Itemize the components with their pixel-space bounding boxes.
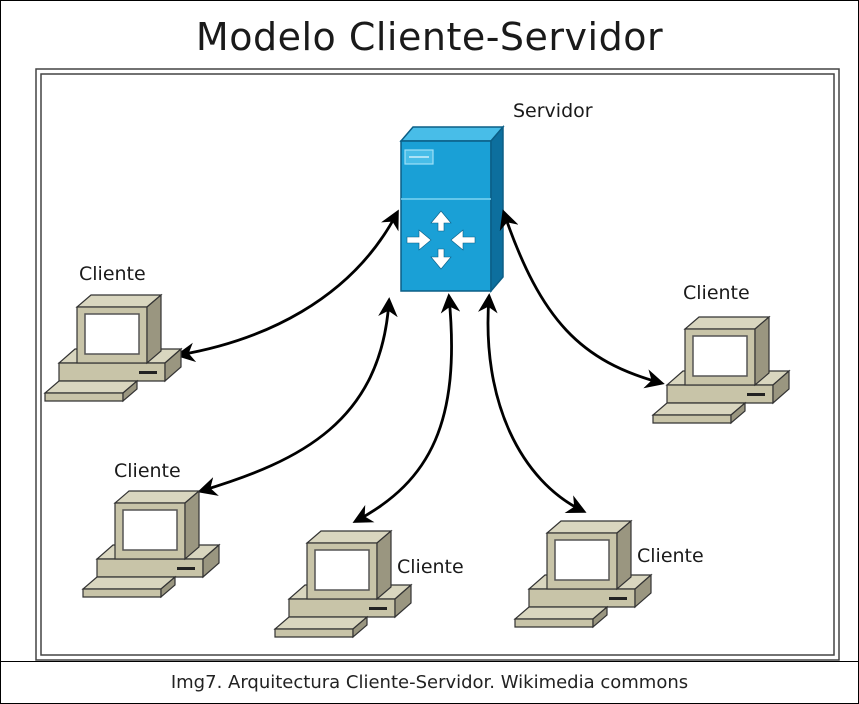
connection-arrow xyxy=(352,293,461,523)
connection-arrow xyxy=(197,297,398,496)
client-3: Cliente xyxy=(82,460,220,598)
server-label: Servidor xyxy=(513,100,593,122)
client-4: Cliente xyxy=(274,530,464,638)
computer-icon xyxy=(514,520,652,628)
client-label: Cliente xyxy=(637,545,704,567)
connection-arrow xyxy=(478,293,587,513)
diagram-canvas: Servidor Cliente Cliente Cliente Cliente xyxy=(35,68,840,661)
client-label: Cliente xyxy=(114,460,181,482)
connection-arrow xyxy=(499,209,665,389)
computer-icon xyxy=(274,530,412,638)
caption-text: Img7. Arquitectura Cliente-Servidor. Wik… xyxy=(170,672,689,693)
diagram-title: Modelo Cliente-Servidor xyxy=(195,15,664,59)
client-2: Cliente xyxy=(652,282,790,424)
connections xyxy=(175,209,665,523)
server-router-icon xyxy=(399,124,505,294)
computer-icon xyxy=(82,490,220,598)
client-1: Cliente xyxy=(44,263,182,402)
figure-caption: Img7. Arquitectura Cliente-Servidor. Wik… xyxy=(1,661,858,704)
client-label: Cliente xyxy=(683,282,750,304)
computer-icon xyxy=(44,294,182,402)
client-label: Cliente xyxy=(397,556,464,578)
computer-icon xyxy=(652,316,790,424)
connection-arrow xyxy=(175,209,399,363)
client-label: Cliente xyxy=(79,263,146,285)
client-5: Cliente xyxy=(514,520,704,628)
